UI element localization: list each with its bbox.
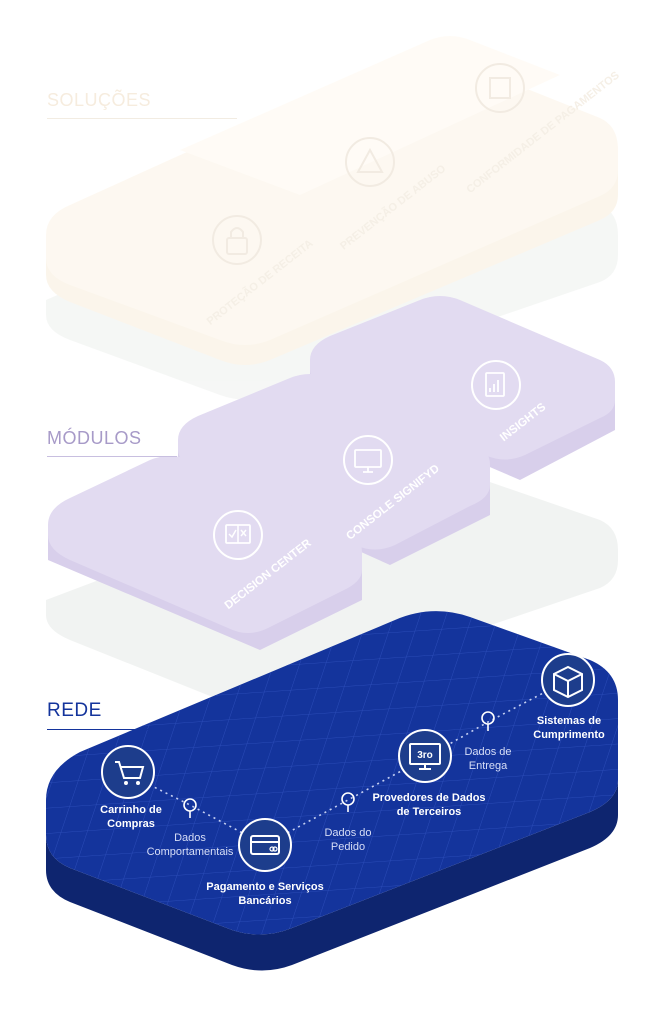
warning-icon xyxy=(345,137,395,187)
shopping-cart-icon[interactable] xyxy=(101,745,155,799)
section-title-rede: REDE xyxy=(47,700,102,721)
third-party-badge: 3ro xyxy=(417,750,433,761)
solutions-inner-plate xyxy=(180,36,560,195)
modules-layer: INSIGHTS CONSOLE SIGNIFYD DECISION CENTE… xyxy=(46,296,618,705)
data-pin-behavioral xyxy=(183,798,197,818)
insights-report-icon xyxy=(471,360,521,410)
package-box-icon[interactable] xyxy=(541,653,595,707)
data-pin-order xyxy=(341,792,355,812)
network-flow-path xyxy=(127,679,569,846)
link-label-delivery: Dados de Entrega xyxy=(464,746,512,772)
credit-card-icon[interactable] xyxy=(238,818,292,872)
link-label-order: Dados do Pedido xyxy=(324,827,372,853)
network-slab-side xyxy=(46,780,618,971)
section-title-modulos: MÓDULOS xyxy=(47,428,142,448)
section-rule-solucoes xyxy=(47,118,237,119)
lock-dollar-icon xyxy=(212,215,262,265)
link-label-behavioral: Dados Comportamentais xyxy=(146,832,234,858)
decision-center-icon xyxy=(213,510,263,560)
node-label-payment: Pagamento e Serviços Bancários xyxy=(206,881,324,907)
console-monitor-icon xyxy=(343,435,393,485)
third-party-monitor-icon[interactable]: 3ro xyxy=(398,729,452,783)
section-rule-rede xyxy=(47,729,172,730)
module-tile-insights[interactable] xyxy=(310,296,615,480)
checkbox-icon xyxy=(475,63,525,113)
section-rule-modulos xyxy=(47,456,177,457)
solutions-layer: PROTEÇÃO DE RECEITA PREVENÇÃO DE ABUSO C… xyxy=(46,36,622,400)
node-label-fulfillment: Sistemas de Cumprimento xyxy=(533,715,605,741)
node-label-third-party: Provedores de Dados de Terceiros xyxy=(372,792,486,818)
module-tile-decision-center[interactable] xyxy=(48,456,362,650)
section-title-solucoes: SOLUÇÕES xyxy=(47,90,152,110)
module-tile-console[interactable] xyxy=(178,374,490,565)
data-pin-delivery xyxy=(481,711,495,731)
node-label-cart: Carrinho de Compras xyxy=(100,804,162,830)
solutions-slab-top xyxy=(46,53,618,345)
